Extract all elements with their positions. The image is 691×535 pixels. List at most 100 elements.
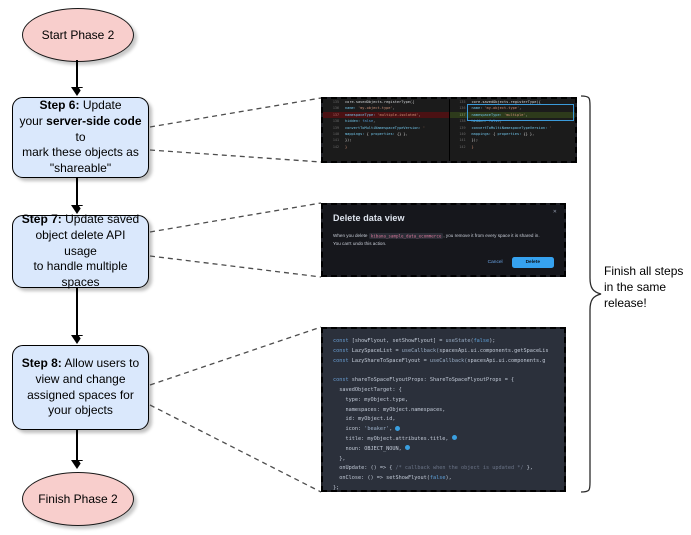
code-line: 140 mappings: { properties: {} }, [450, 131, 576, 137]
arrowhead-step7-step8 [71, 335, 87, 344]
code-line: 137 namespaceType: 'multiple', [449, 111, 575, 119]
grouping-note-line-3: release! [604, 295, 647, 310]
line-number: 136 [459, 106, 466, 111]
line-number: 135 [332, 100, 339, 104]
delete-button[interactable]: Delete [511, 256, 554, 268]
connector-step7-step8 [76, 288, 78, 336]
code-line: id: myObject.id, [333, 416, 396, 423]
connector-start-step6 [76, 60, 78, 88]
code-line: 136 name: 'my-object-type', [323, 105, 449, 111]
code-text: core.savedObjects.registerType({ [471, 100, 541, 104]
code-text: convertToMultiNamespaceTypeVersion: ' [345, 125, 426, 130]
code-line: icon: 'beaker', [333, 425, 564, 435]
finish-node-label: Finish Phase 2 [38, 491, 118, 506]
line-number: 136 [332, 106, 339, 111]
code-line: 138 hidden: false, [323, 118, 449, 124]
code-line: }; [333, 484, 340, 490]
line-number: 137 [459, 112, 466, 117]
modal-action-row: Cancel Delete [487, 256, 554, 268]
code-text: }); [345, 138, 352, 143]
code-text: hidden: false, [345, 119, 376, 124]
code-line: title: myObject.attributes.title, [333, 435, 564, 445]
line-number: 140 [459, 131, 466, 136]
grouping-note-line-2: in the same [604, 279, 667, 294]
code-line: 135 core.savedObjects.registerType({ [323, 99, 449, 105]
arrowhead-step8-finish [71, 460, 87, 469]
modal-title: Delete data view [333, 213, 405, 223]
arrowhead-step6-step7 [71, 205, 87, 214]
code-line: 139 convertToMultiNamespaceTypeVersion: … [323, 125, 449, 131]
modal-body-prefix: When you delete [333, 233, 368, 238]
connector-step8-finish [76, 430, 78, 461]
finish-node: Finish Phase 2 [22, 472, 134, 526]
line-number: 138 [332, 119, 339, 124]
code-text: mappings: { properties: {} }, [345, 131, 408, 136]
line-number: 135 [459, 100, 466, 104]
code-line: const shareToSpaceFlyoutProps: ShareToSp… [333, 377, 515, 384]
code-line: 139 convertToMultiNamespaceTypeVersion: … [450, 125, 576, 131]
screenshot-delete-dialog: ✕ Delete data view When you delete kiban… [321, 203, 566, 277]
grouping-note: Finish all steps in the same release! [604, 264, 689, 312]
line-number: 142 [459, 144, 466, 149]
screenshot-react-code: const [showFlyout, setShowFlyout] = useS… [321, 327, 566, 492]
code-line: type: myObject.type, [333, 396, 408, 403]
line-number: 137 [332, 112, 339, 117]
code-text: hidden: false, [471, 119, 502, 124]
code-line: 136 name: 'my-object-type', [450, 105, 576, 111]
code-line: onUpdate: () => { /* callback when the o… [333, 465, 533, 472]
code-text: name: 'my-object-type', [345, 106, 395, 111]
connector-step6-step7 [76, 178, 78, 206]
code-line: 141}); [323, 137, 449, 143]
code-text: namespaceType: 'multiple-isolated', [345, 112, 421, 117]
line-number: 141 [332, 138, 339, 143]
code-line: 135 core.savedObjects.registerType({ [450, 99, 576, 105]
code-line: savedObjectTarget: { [333, 386, 402, 393]
code-line: 141}); [450, 137, 576, 143]
code-line: onClose: () => setShowFlyout(false), [333, 475, 452, 482]
code-line [333, 366, 564, 376]
modal-body-text: When you delete kibana_sample_data_ecomm… [333, 232, 547, 248]
close-icon[interactable]: ✕ [552, 209, 557, 215]
cancel-button[interactable]: Cancel [487, 259, 503, 265]
code-text: } [345, 144, 348, 149]
code-line: 142} [323, 144, 449, 150]
code-text: }); [471, 138, 479, 143]
code-text: } [471, 144, 474, 149]
code-text: convertToMultiNamespaceTypeVersion: ' [471, 125, 552, 130]
start-node-label: Start Phase 2 [41, 27, 115, 42]
line-number: 139 [459, 125, 466, 130]
line-number: 140 [332, 131, 339, 136]
code-block: const [showFlyout, setShowFlyout] = useS… [323, 329, 564, 490]
annotation-badge-icon [404, 445, 410, 451]
code-line: 137 namespaceType: 'multiple-isolated', [323, 111, 449, 119]
code-line: const LazySpaceList = useCallback(spaces… [333, 347, 549, 354]
line-number: 139 [332, 125, 339, 130]
modal-body-suffix: , you remove it from every space it is s… [333, 233, 540, 246]
line-number: 141 [459, 138, 466, 143]
code-line: const LazyShareToSpaceFlyout = useCallba… [333, 357, 546, 364]
code-text: namespaceType: 'multiple', [471, 112, 528, 117]
code-line: namespaces: myObject.namespaces, [333, 406, 446, 413]
line-number: 138 [459, 119, 466, 124]
code-text: core.savedObjects.registerType({ [345, 100, 415, 104]
code-line: 138 hidden: false, [450, 118, 576, 124]
code-text: name: 'my-object-type', [471, 106, 522, 111]
annotation-badge-icon [451, 435, 457, 441]
modal-delete-data-view: ✕ Delete data view When you delete kiban… [323, 205, 564, 275]
annotation-badge-icon [395, 425, 401, 431]
code-text: mappings: { properties: {} }, [471, 131, 535, 136]
